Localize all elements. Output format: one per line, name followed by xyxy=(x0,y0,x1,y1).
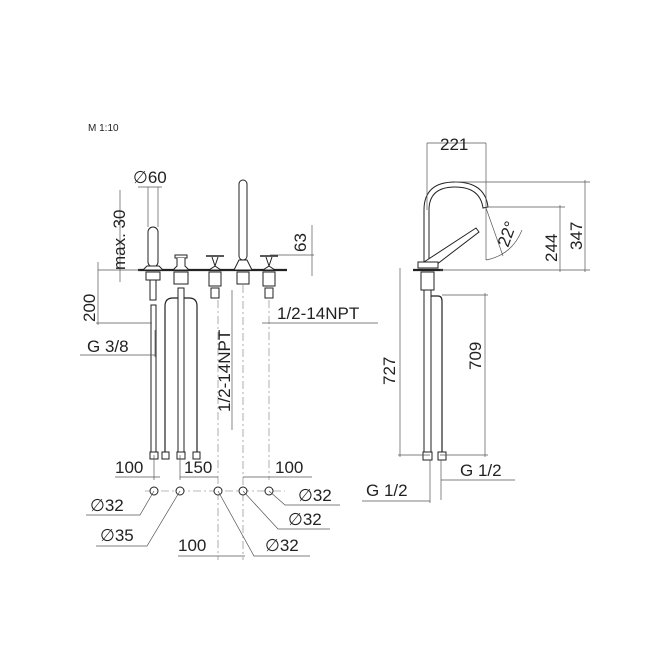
cross-handle-right xyxy=(260,255,278,299)
hole-dia-32-b: 32 xyxy=(313,486,332,505)
dim-63-label: 63 xyxy=(291,233,310,252)
scale-label: M 1:10 xyxy=(88,123,119,134)
dia-60-label: 60 xyxy=(148,168,167,187)
length-709-label: 709 xyxy=(466,342,485,370)
angle-22-label: 22° xyxy=(494,219,521,250)
height-244-label: 244 xyxy=(542,234,561,262)
length-727-label: 727 xyxy=(380,357,399,385)
cross-handle-left xyxy=(206,255,224,299)
side-spout xyxy=(423,181,489,263)
hole-dia-35: 35 xyxy=(115,526,134,545)
svg-text:∅32: ∅32 xyxy=(265,536,299,555)
spacing-100-bottom: 100 xyxy=(178,536,206,555)
hole-dia-32-a: 32 xyxy=(105,496,124,515)
svg-text:∅60: ∅60 xyxy=(133,168,167,187)
npt-vertical-label: 1/2-14NPT xyxy=(215,330,234,412)
svg-text:∅35: ∅35 xyxy=(100,526,134,545)
reach-221-label: 221 xyxy=(440,135,468,154)
diverter-valve xyxy=(161,254,201,460)
spacing-100-right: 100 xyxy=(275,458,303,477)
svg-text:∅32: ∅32 xyxy=(90,496,124,515)
dim-200-label: 200 xyxy=(80,294,99,322)
spout xyxy=(233,179,253,285)
hand-shower xyxy=(141,226,165,460)
hole-dia-32-d: 32 xyxy=(280,536,299,555)
svg-text:∅32: ∅32 xyxy=(288,510,322,529)
npt-horizontal-label: 1/2-14NPT xyxy=(277,304,359,323)
spacing-150: 150 xyxy=(184,458,212,477)
g-3-8-label: G 3/8 xyxy=(87,337,129,356)
max-30-label: max. 30 xyxy=(110,210,129,270)
svg-text:∅32: ∅32 xyxy=(298,486,332,505)
g-1-2-right-label: G 1/2 xyxy=(460,461,502,480)
g-1-2-left-label: G 1/2 xyxy=(366,481,408,500)
height-347-label: 347 xyxy=(567,222,586,250)
side-view: 221 22° 244 347 727 709 G 1/2 G 1/2 xyxy=(362,135,590,503)
front-view: ∅60 max. 30 200 G 3/8 63 1/2-14NPT 1/2-1… xyxy=(80,168,378,560)
spacing-100-left: 100 xyxy=(115,458,143,477)
hole-dia-32-c: 32 xyxy=(303,510,322,529)
